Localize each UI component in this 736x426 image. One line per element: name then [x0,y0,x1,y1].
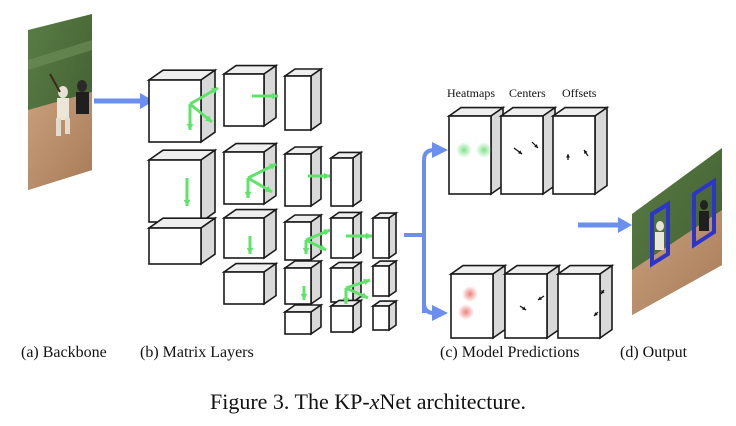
output-image [632,148,722,315]
vector-arrow [513,147,523,155]
figure-caption: Figure 3. The KP-xNet architecture. [0,389,736,415]
backbone-input-image [28,14,92,190]
green-arrow [345,286,369,300]
heatmap-peak [458,304,474,320]
green-arrow [186,104,194,130]
vector-arrow [531,141,539,149]
green-arrow [189,102,213,124]
caption-variable: x [369,389,380,414]
heatmap-peak [462,286,478,302]
heatmap-peak [476,142,492,158]
green-arrow [247,176,273,194]
green-arrow [346,232,372,240]
caption-prefix: Figure 3. The KP- [209,389,370,414]
green-arrow [305,238,327,252]
matrix-box [146,216,218,266]
label-output: (d) Output [620,344,688,361]
green-arrow [302,240,310,254]
matrix-box [146,68,218,144]
offsets-box-top [550,106,610,196]
matrix-box [282,259,324,306]
bbox-batter [650,200,670,268]
centers-box-bottom [502,264,562,340]
title-offsets: Offsets [562,86,597,100]
caption-suffix: Net architecture. [379,389,527,414]
vector-arrow [566,154,570,160]
vector-arrow [593,311,599,317]
label-model-predictions: (c) Model Predictions [440,344,580,361]
green-arrow [308,172,330,180]
matrix-box [146,148,218,224]
label-backbone: (a) Backbone [21,344,107,361]
green-arrow [345,278,371,290]
prediction-boxes [446,106,615,340]
vector-arrow [519,305,527,311]
matrix-box [370,259,399,298]
centers-box-top [498,106,558,196]
matrix-box [328,298,364,334]
matrix-box [370,299,399,332]
matrix-arrows [183,86,372,304]
heatmap-peak [456,142,472,158]
matrix-box [370,211,399,260]
bbox-umpire [692,177,716,249]
vector-arrow [537,295,545,301]
offsets-box-bottom [555,264,615,340]
umpire-figure [76,80,89,114]
green-arrow [244,178,252,198]
heatmap-box-bottom [448,264,508,340]
matrix-box [328,150,364,208]
green-arrow [342,288,350,304]
title-heatmaps: Heatmaps [447,86,495,100]
arrow-matrix-to-predictions [404,142,448,321]
green-arrow [247,162,277,180]
matrix-box [282,303,324,336]
batter-figure [49,73,70,136]
green-arrow [300,286,308,300]
matrix-layers [146,64,399,336]
matrix-box [221,142,279,206]
label-matrix-layers: (b) Matrix Layers [140,344,254,361]
title-centers: Centers [509,86,546,100]
vector-arrow [600,289,605,295]
matrix-box [221,262,279,306]
vector-arrow [583,149,589,157]
arrow-predictions-to-output [578,217,632,233]
green-arrow [246,236,254,254]
green-arrow [305,228,331,242]
green-arrow [183,178,191,206]
matrix-box [282,67,324,132]
matrix-box [221,208,279,260]
green-arrow [252,92,278,100]
arrow-backbone-to-matrix [94,93,154,109]
green-arrow [189,86,219,106]
